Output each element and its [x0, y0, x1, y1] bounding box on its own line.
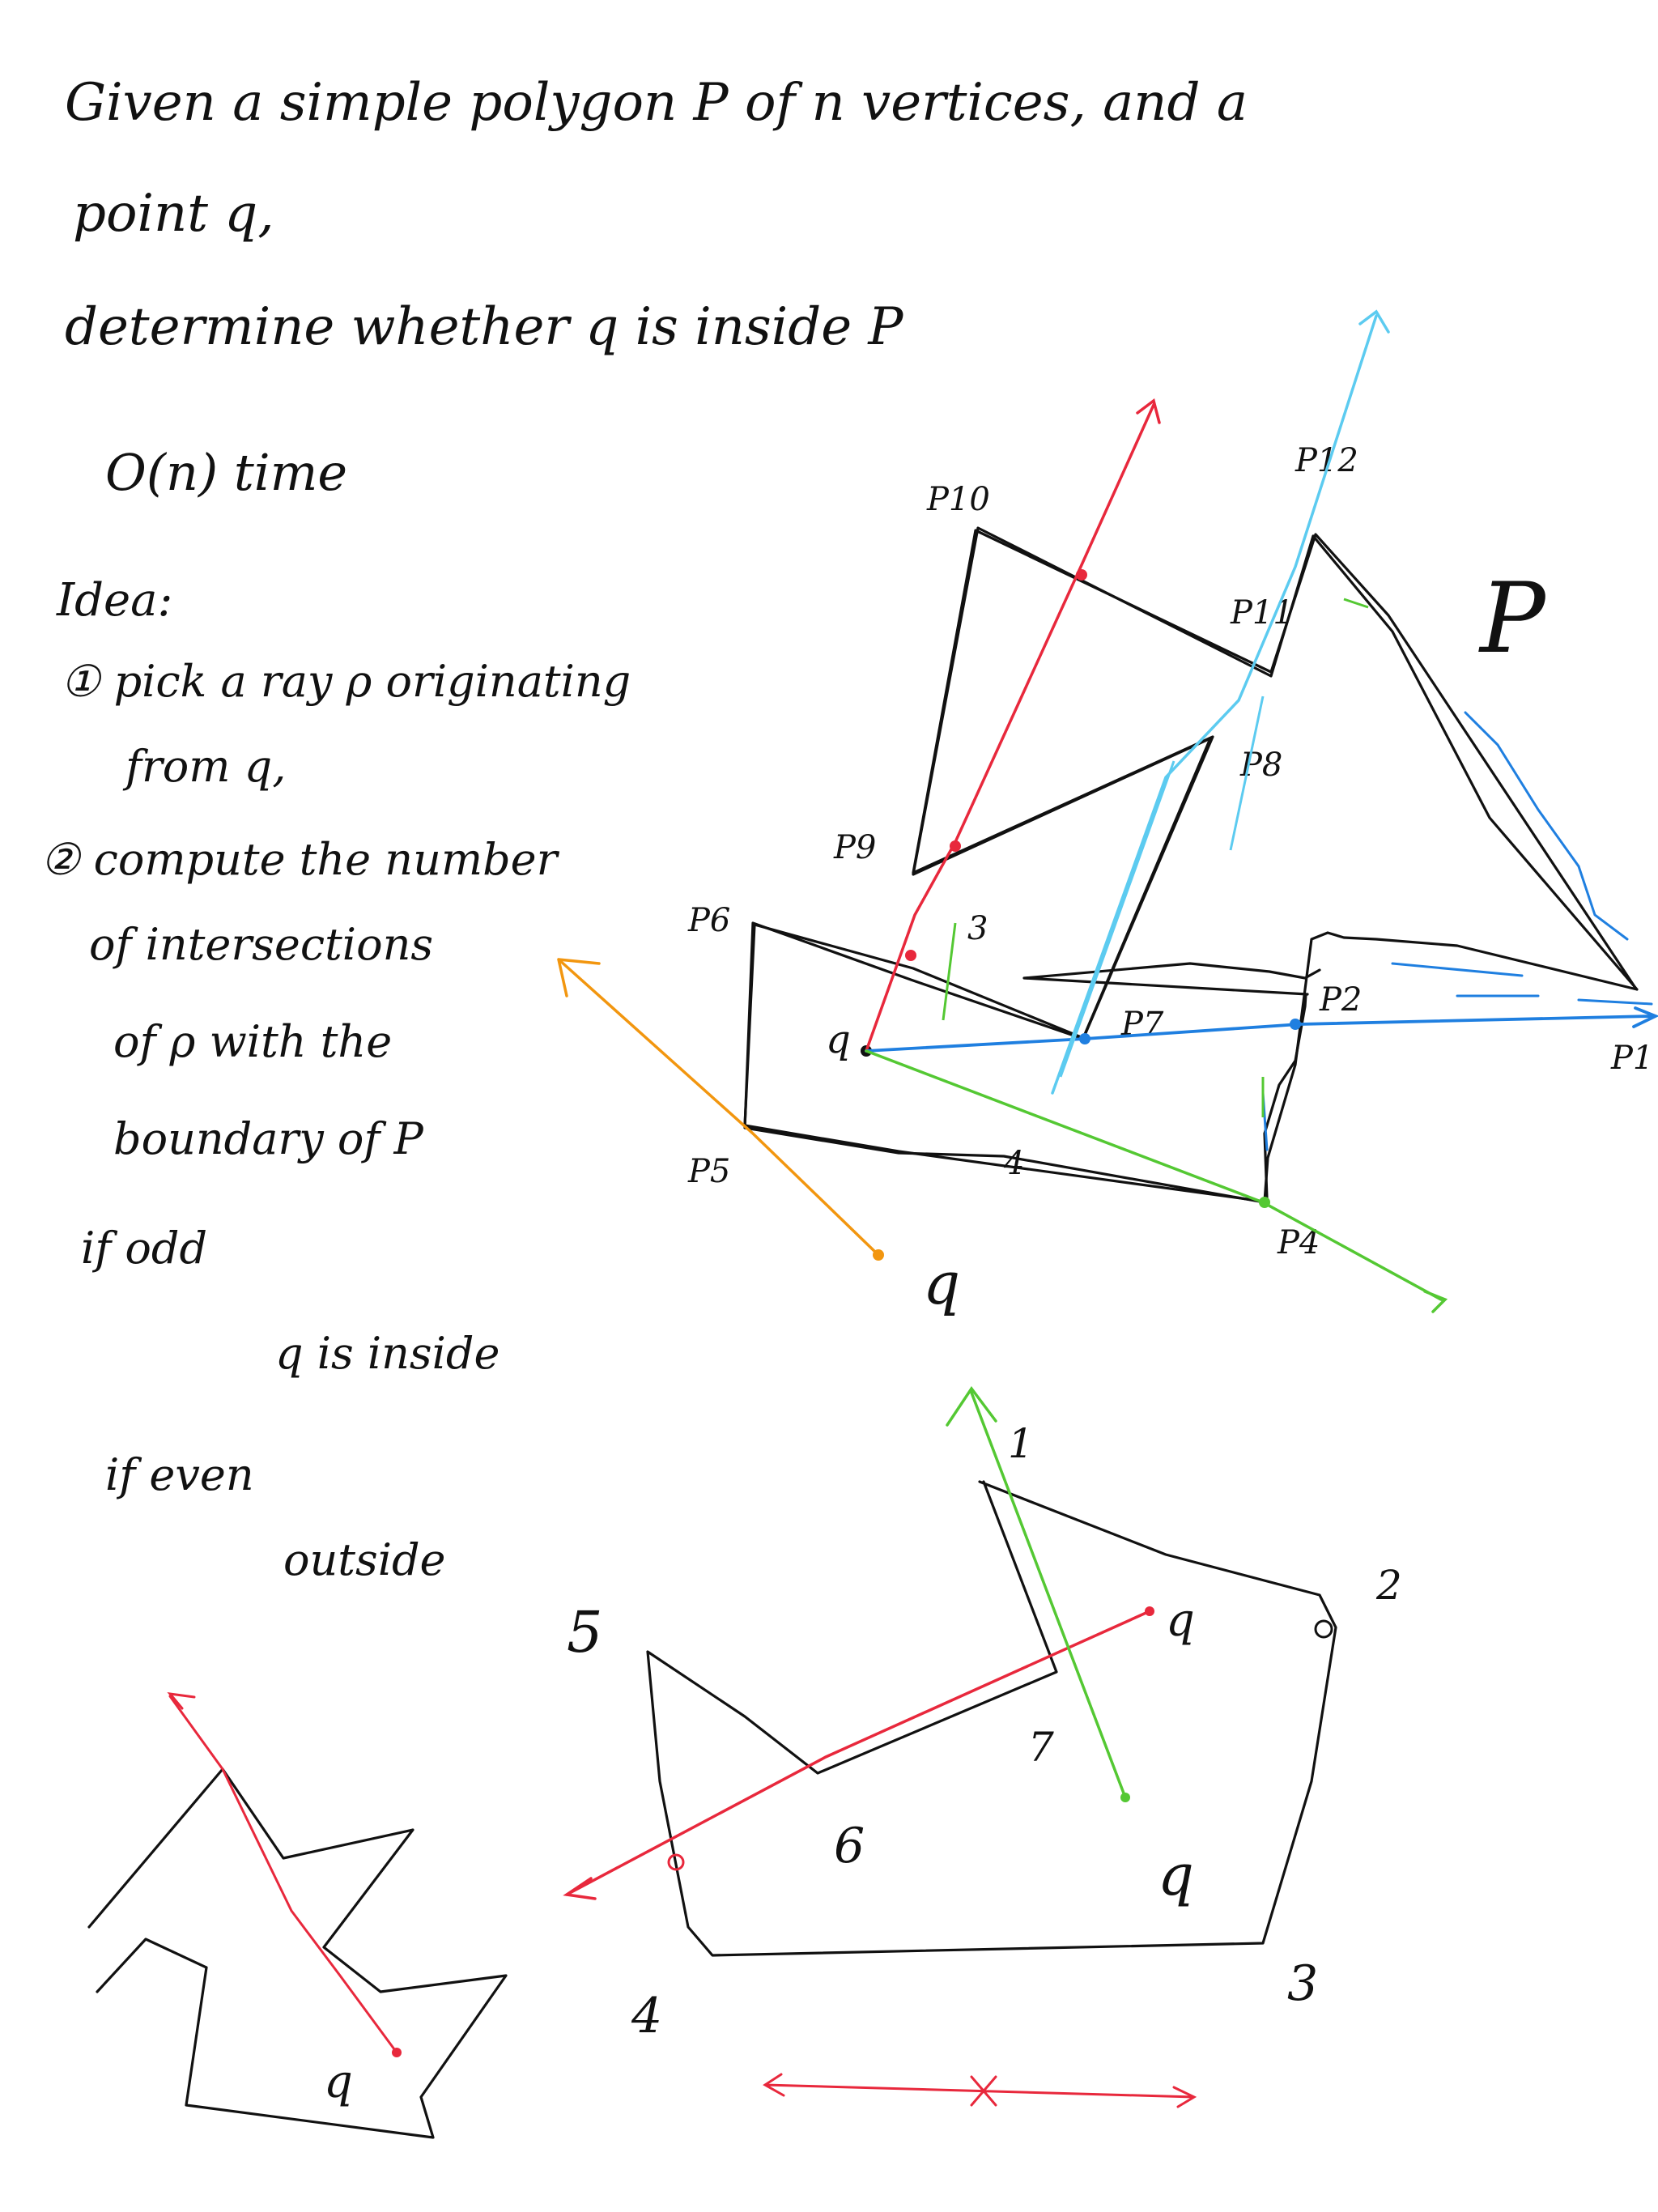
figure2-label-2: 2 [1375, 1562, 1402, 1609]
step2-line-2: of intersections [89, 919, 433, 970]
complexity-note: O(n) time [105, 443, 347, 502]
problem-statement: Given a simple polygon P of n vertices, … [65, 73, 1248, 502]
blue-intersection-1 [1079, 1033, 1090, 1044]
figure2-red-ray [563, 1610, 1151, 1900]
figure2-q-red-label: q [1166, 1594, 1195, 1647]
figure2-label-6: 6 [834, 1818, 865, 1874]
step1-line-1: ① pick a ray ρ originating [61, 656, 631, 707]
step2-line-3: of ρ with the [113, 1016, 392, 1067]
polygon-p-boundary [743, 529, 1637, 1204]
figure2-green-q [1120, 1793, 1130, 1802]
green-hatching [942, 598, 1369, 1117]
outside-query-label: q [923, 1249, 960, 1317]
crossing-count-4: 4 [1003, 1145, 1024, 1182]
figure2-bottom-arrow [763, 2073, 1197, 2108]
idea-notes: Idea: ① pick a ray ρ originating from q,… [40, 574, 631, 1585]
figure2-label-7: 7 [1028, 1724, 1054, 1771]
step2-line-1: ② compute the number [40, 834, 560, 885]
blue-intersection-2 [1290, 1019, 1301, 1030]
figure3-q-label: q [324, 2056, 353, 2108]
polygon-outline [743, 526, 1639, 1203]
blue-hatching [1261, 711, 1653, 1151]
cyan-hatching [1059, 696, 1265, 1078]
green-intersection [1259, 1197, 1270, 1208]
figure2-label-3: 3 [1287, 1955, 1318, 2012]
figure-1: P P1 P2 P4 P5 P6 P7 P8 P9 P10 P11 P12 q … [557, 309, 1658, 1317]
polygon-name-label: P [1478, 563, 1547, 675]
vertex-label-p2: P2 [1319, 981, 1362, 1019]
vertex-label-p10: P10 [926, 481, 990, 518]
figure3-q-point [392, 2048, 402, 2057]
step2-line-4: boundary of P [113, 1113, 425, 1164]
query-label-q: q [826, 1017, 851, 1062]
vertex-label-p6: P6 [687, 902, 730, 939]
figure3-red-ray [167, 1692, 398, 2054]
vertex-label-p1: P1 [1610, 1040, 1653, 1077]
figure2-black-crossing [1314, 1619, 1333, 1639]
problem-line-3: determine whether q is inside P [65, 297, 903, 357]
figure2-red-q [1145, 1606, 1154, 1616]
if-odd-note: if odd [81, 1223, 207, 1274]
vertex-label-p5: P5 [687, 1153, 730, 1190]
figure2-q-green-label: q [1158, 1842, 1194, 1908]
figure2-label-5: 5 [567, 1599, 603, 1665]
red-intersection-3 [1076, 569, 1087, 581]
figure-3: q [87, 1692, 508, 2139]
figure2-green-ray [946, 1385, 1127, 1799]
problem-line-2: point q, [73, 184, 274, 244]
red-intersection-1 [905, 950, 916, 961]
problem-line-1: Given a simple polygon P of n vertices, … [65, 73, 1248, 133]
step1-line-2: from q, [122, 741, 286, 792]
if-even-note: if even [105, 1449, 254, 1500]
orange-ray [557, 958, 880, 1257]
vertex-label-p11: P11 [1230, 594, 1294, 632]
outside-query-point [873, 1249, 884, 1261]
outside-note: outside [283, 1534, 446, 1585]
inside-note: q is inside [275, 1328, 500, 1379]
figure2-polygon [646, 1480, 1337, 1957]
figure-2: 1 2 3 4 5 6 7 q q [563, 1385, 1402, 2108]
crossing-count-3: 3 [967, 910, 988, 947]
figure2-label-1: 1 [1008, 1420, 1034, 1467]
red-intersection-2 [950, 840, 961, 852]
figure3-polygon [87, 1767, 508, 2139]
blue-ray [865, 1006, 1658, 1053]
idea-title: Idea: [56, 574, 172, 627]
vertex-label-p9: P9 [833, 829, 876, 866]
cyan-ray [1051, 309, 1390, 1095]
figure2-red-crossing [667, 1853, 685, 1871]
figure2-label-4: 4 [631, 1988, 662, 2044]
